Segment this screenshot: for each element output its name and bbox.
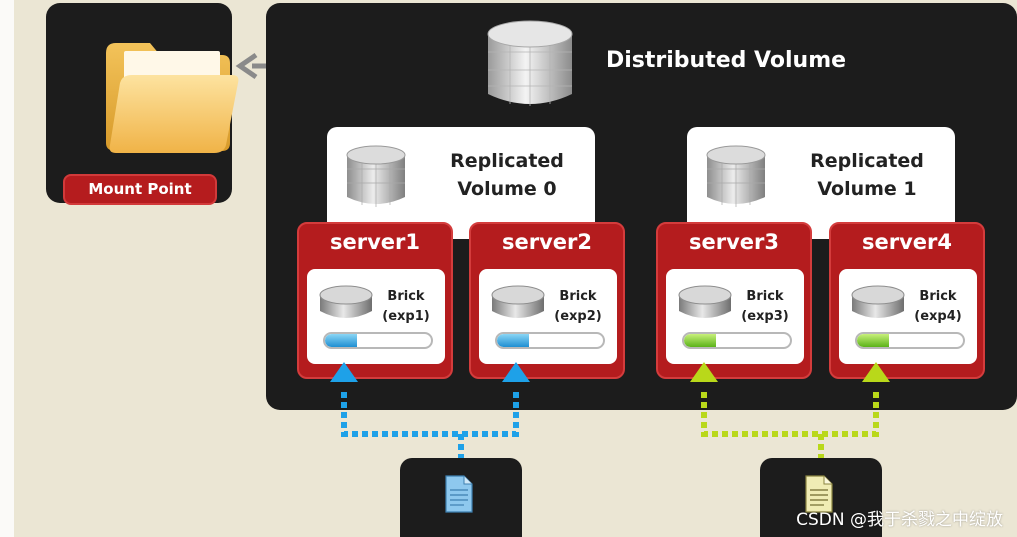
mount-point-label: Mount Point [63, 174, 217, 205]
brick-usage-bar [682, 332, 792, 349]
brick-title: Brick [387, 289, 425, 304]
replicated-volume-1-title: Replicated Volume 1 [792, 147, 942, 203]
brick-id: (exp2) [554, 309, 602, 324]
brick-label: Brick (exp2) [541, 287, 615, 327]
disk-icon [678, 285, 732, 318]
server-name: server1 [330, 230, 420, 254]
database-icon [487, 20, 573, 106]
replicated-volume-0-title: Replicated Volume 0 [432, 147, 582, 203]
server-name: server3 [689, 230, 779, 254]
server-name: server2 [502, 230, 592, 254]
brick-usage-fill [857, 334, 889, 347]
brick-id: (exp3) [741, 309, 789, 324]
diagram-canvas: Mount Point Distributed Volume [14, 0, 1017, 537]
brick-card: Brick (exp2) [479, 269, 617, 364]
brick-title: Brick [919, 289, 957, 304]
brick-card: Brick (exp1) [307, 269, 445, 364]
folder-icon [106, 43, 239, 153]
client-2 [760, 458, 882, 537]
brick-id: (exp4) [914, 309, 962, 324]
disk-icon [319, 285, 373, 318]
client-1 [400, 458, 522, 537]
brick-id: (exp1) [382, 309, 430, 324]
database-icon [346, 145, 406, 207]
brick-title: Brick [559, 289, 597, 304]
replicated-volume-name: Volume 1 [817, 178, 917, 200]
brick-usage-bar [855, 332, 965, 349]
brick-usage-bar [323, 332, 433, 349]
server-name: server4 [862, 230, 952, 254]
server-1: server1 Brick (exp1) [297, 222, 453, 379]
distributed-volume-title: Distributed Volume [606, 48, 847, 73]
replication-links [330, 362, 890, 458]
replicated-volume-label: Replicated [450, 150, 564, 172]
brick-label: Brick (exp1) [369, 287, 443, 327]
document-icon [445, 475, 473, 513]
brick-usage-fill [684, 334, 716, 347]
mount-point-panel [46, 3, 239, 203]
server-3: server3 Brick (exp3) [656, 222, 812, 379]
disk-icon [491, 285, 545, 318]
database-icon [706, 145, 766, 207]
brick-card: Brick (exp3) [666, 269, 804, 364]
brick-usage-bar [495, 332, 605, 349]
document-icon [805, 475, 833, 513]
server-2: server2 Brick (exp2) [469, 222, 625, 379]
brick-title: Brick [746, 289, 784, 304]
replicated-volume-label: Replicated [810, 150, 924, 172]
watermark: CSDN @我于杀戮之中绽放 [796, 510, 1003, 530]
brick-usage-fill [497, 334, 529, 347]
server-4: server4 Brick (exp4) [829, 222, 985, 379]
brick-usage-fill [325, 334, 357, 347]
disk-icon [851, 285, 905, 318]
brick-label: Brick (exp4) [901, 287, 975, 327]
brick-card: Brick (exp4) [839, 269, 977, 364]
replicated-volume-name: Volume 0 [457, 178, 557, 200]
brick-label: Brick (exp3) [728, 287, 802, 327]
